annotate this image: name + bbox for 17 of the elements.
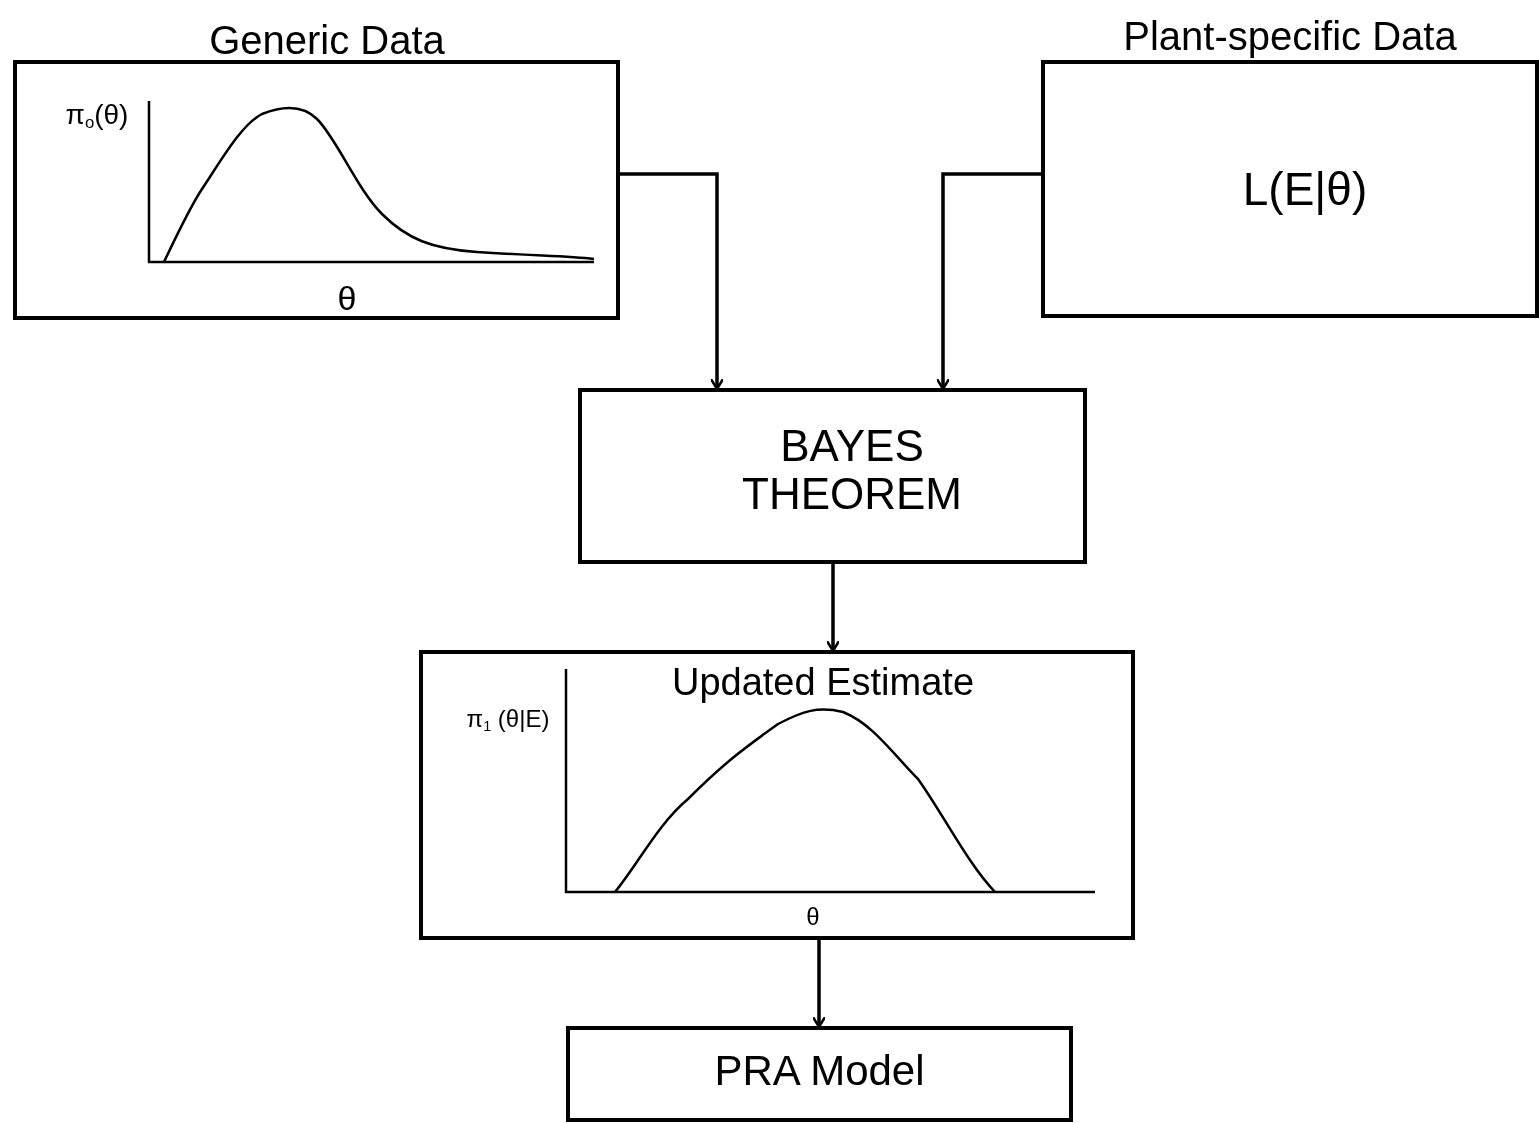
process-box (566, 1026, 1073, 1122)
arrow (620, 172, 725, 391)
axis-label: θ (805, 904, 821, 931)
process-label: BAYES THEOREM (741, 422, 963, 519)
process-box (578, 388, 1087, 564)
panel-heading: Generic Data (208, 18, 446, 62)
arrow (811, 940, 827, 1029)
arrow (935, 172, 1041, 391)
formula-text: L(E|θ) (1241, 164, 1369, 215)
panel-heading: Updated Estimate (670, 662, 976, 704)
arrow (825, 564, 841, 653)
process-box (419, 650, 1135, 940)
axis-label: π$_{1}$ (θ|E) (465, 706, 551, 735)
axis-label: π$_{o}$(θ) (64, 100, 130, 133)
axis-label: θ (336, 280, 358, 318)
process-label: PRA Model (713, 1048, 926, 1095)
panel-heading: Plant-specific Data (1122, 14, 1458, 58)
